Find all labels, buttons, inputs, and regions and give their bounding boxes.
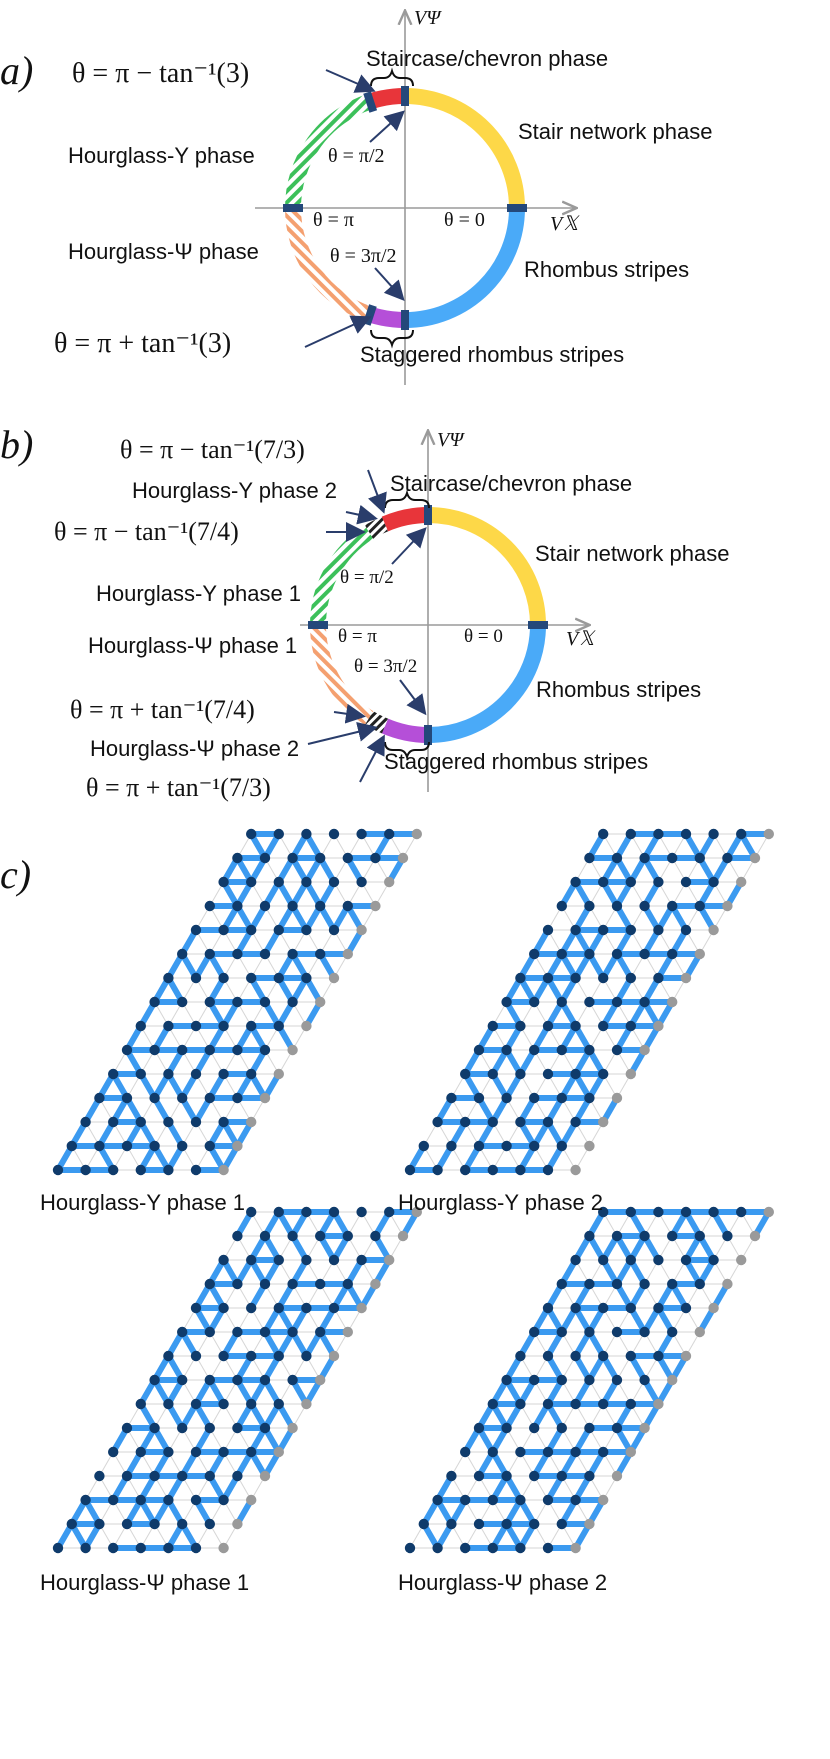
b-theta-3half-pi: θ = 3π/2 — [354, 656, 417, 677]
a-angle-top: θ = π − tan⁻¹(3) — [72, 58, 249, 89]
b-label-stair-network: Stair network phase — [535, 541, 729, 566]
b-arc-staggered — [381, 718, 429, 743]
a-x-axis-label: V𝕏 — [550, 213, 580, 235]
a-label-staggered: Staggered rhombus stripes — [360, 342, 624, 367]
lattice-hourglass-psi-1 — [52, 1206, 422, 1554]
a-angle-bottom: θ = π + tan⁻¹(3) — [54, 328, 231, 359]
b-theta-zero: θ = 0 — [464, 626, 503, 647]
b-theta-pi: θ = π — [338, 626, 377, 647]
panel-a: a) VΨ V𝕏 θ = π − tan⁻¹(3) θ = π + tan⁻¹(… — [0, 7, 712, 385]
lattice-hourglass-y-2 — [404, 828, 774, 1176]
panel-a-tag: a) — [0, 48, 33, 93]
panel-c: c) Hourglass-Y phase 1 Hourglass-Y phase… — [0, 828, 774, 1595]
a-arc-rhombus — [404, 207, 525, 328]
b-label-staircase: Staircase/chevron phase — [390, 471, 632, 496]
b-arc-stair-network — [427, 507, 546, 626]
panel-c-tag: c) — [0, 852, 31, 897]
b-theta-half-pi: θ = π/2 — [340, 567, 394, 588]
panel-b: b) VΨ V𝕏 θ = π − tan⁻¹(7/3) θ = π − tan⁻… — [0, 422, 729, 802]
b-label-hourglass-y1: Hourglass-Y phase 1 — [96, 581, 301, 606]
a-arc-staircase — [367, 87, 406, 110]
lattice-hourglass-y-1 — [52, 828, 422, 1176]
a-arc-staggered — [367, 306, 406, 329]
b-label-hourglass-psi1: Hourglass-Ψ phase 1 — [88, 633, 297, 658]
b-y-axis-label: VΨ — [437, 429, 465, 451]
b-angle-bottom-outer: θ = π + tan⁻¹(7/3) — [86, 773, 271, 802]
b-angle-top-outer: θ = π − tan⁻¹(7/3) — [120, 435, 305, 464]
panel-b-tag: b) — [0, 422, 33, 467]
a-label-rhombus: Rhombus stripes — [524, 257, 689, 282]
a-theta-3half-pi: θ = 3π/2 — [330, 245, 397, 267]
a-arc-hourglass-y — [284, 93, 373, 209]
b-label-hourglass-y2: Hourglass-Y phase 2 — [132, 478, 337, 503]
a-y-axis-label: VΨ — [414, 7, 442, 29]
a-theta-zero: θ = 0 — [444, 209, 485, 231]
b-arc-staircase — [381, 507, 429, 532]
b-arc-hourglass-y-2 — [364, 516, 389, 539]
caption-hourglass-psi-2: Hourglass-Ψ phase 2 — [398, 1570, 607, 1595]
b-angle-bottom-inner: θ = π + tan⁻¹(7/4) — [70, 695, 255, 724]
caption-hourglass-y-2: Hourglass-Y phase 2 — [398, 1190, 603, 1215]
a-label-hourglass-psi: Hourglass-Ψ phase — [68, 239, 259, 264]
b-angle-top-inner: θ = π − tan⁻¹(7/4) — [54, 517, 239, 546]
caption-hourglass-psi-1: Hourglass-Ψ phase 1 — [40, 1570, 249, 1595]
lattice-hourglass-psi-2 — [404, 1206, 774, 1554]
a-theta-pi: θ = π — [313, 209, 354, 231]
a-theta-half-pi: θ = π/2 — [328, 145, 385, 167]
b-x-axis-label: V𝕏 — [566, 628, 596, 650]
caption-hourglass-y-1: Hourglass-Y phase 1 — [40, 1190, 245, 1215]
b-label-rhombus: Rhombus stripes — [536, 677, 701, 702]
b-arc-rhombus — [427, 624, 546, 743]
a-label-staircase: Staircase/chevron phase — [366, 46, 608, 71]
a-label-hourglass-y: Hourglass-Y phase — [68, 143, 255, 168]
a-arc-hourglass-psi — [284, 207, 373, 323]
a-arc-stair-network — [404, 88, 525, 209]
b-label-staggered: Staggered rhombus stripes — [384, 749, 648, 774]
b-label-hourglass-psi2: Hourglass-Ψ phase 2 — [90, 736, 299, 761]
b-arc-hourglass-psi-2 — [364, 711, 389, 734]
a-label-stair-network: Stair network phase — [518, 119, 712, 144]
